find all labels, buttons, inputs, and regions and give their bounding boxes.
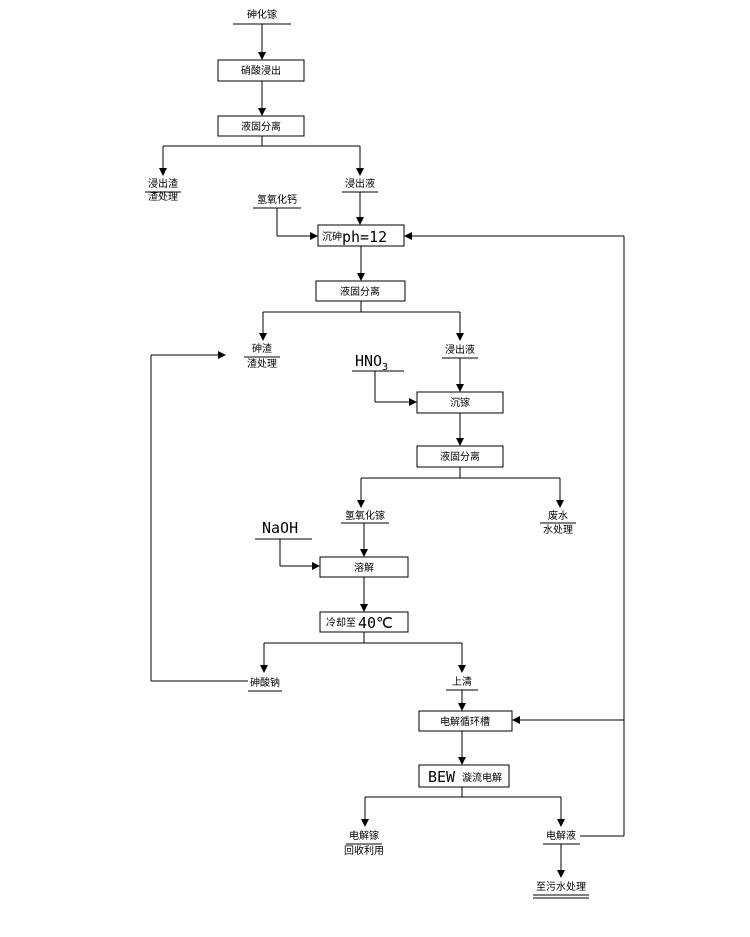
node-wastewater-b: 水处理 bbox=[543, 524, 573, 536]
arrow-head bbox=[258, 52, 266, 60]
node-ga-hydroxide: 氢氧化镓 bbox=[345, 509, 385, 522]
node-residue1-a: 浸出渣 bbox=[148, 177, 178, 190]
box-electrolysis-tank bbox=[418, 710, 513, 732]
node-precip-ga: 沉镓 bbox=[450, 396, 470, 409]
node-ga-metal-b: 回收利用 bbox=[344, 844, 384, 857]
node-bew-suffix: 漩流电解 bbox=[462, 771, 502, 784]
node-as-slag-a: 砷渣 bbox=[252, 342, 272, 355]
node-electrolysis-tank: 电解循环槽 bbox=[440, 715, 490, 728]
node-as-slag-b: 渣处理 bbox=[247, 357, 277, 370]
node-ga-metal-a: 电解镓 bbox=[349, 829, 379, 842]
node-calcium-hydroxide: 氢氧化钙 bbox=[257, 193, 297, 206]
node-supernatant: 上清 bbox=[452, 675, 472, 688]
node-cool-prefix: 冷却至 bbox=[326, 616, 356, 629]
node-to-sewage: 至污水处理 bbox=[536, 881, 586, 893]
box-acid-leach bbox=[217, 59, 305, 82]
node-precip-as-prefix: 沉砷 bbox=[322, 230, 342, 243]
node-arsenate: 砷酸钠 bbox=[250, 676, 280, 689]
node-acid-leach: 硝酸浸出 bbox=[241, 64, 281, 77]
node-residue1-b: 渣处理 bbox=[148, 190, 178, 203]
node-start: 砷化镓 bbox=[247, 8, 277, 21]
node-leachate1: 浸出液 bbox=[345, 177, 375, 190]
node-naoh: NaOH bbox=[262, 519, 298, 537]
node-sep1: 液固分离 bbox=[241, 120, 281, 133]
node-electrolyte: 电解液 bbox=[546, 829, 576, 842]
node-precip-as-ph: ph=12 bbox=[342, 228, 387, 246]
node-bew-prefix: BEW bbox=[428, 768, 456, 786]
node-sep2: 液固分离 bbox=[340, 285, 380, 298]
node-wastewater-a: 废水 bbox=[548, 509, 568, 522]
node-cool-temp: 40℃ bbox=[358, 614, 393, 632]
box-sep1 bbox=[217, 115, 305, 137]
node-hno3: HNO3 bbox=[355, 352, 388, 373]
box-bew bbox=[418, 764, 510, 788]
node-sep3: 液固分离 bbox=[440, 450, 480, 463]
node-dissolve: 溶解 bbox=[354, 561, 374, 574]
node-leachate2: 浸出液 bbox=[445, 343, 475, 356]
